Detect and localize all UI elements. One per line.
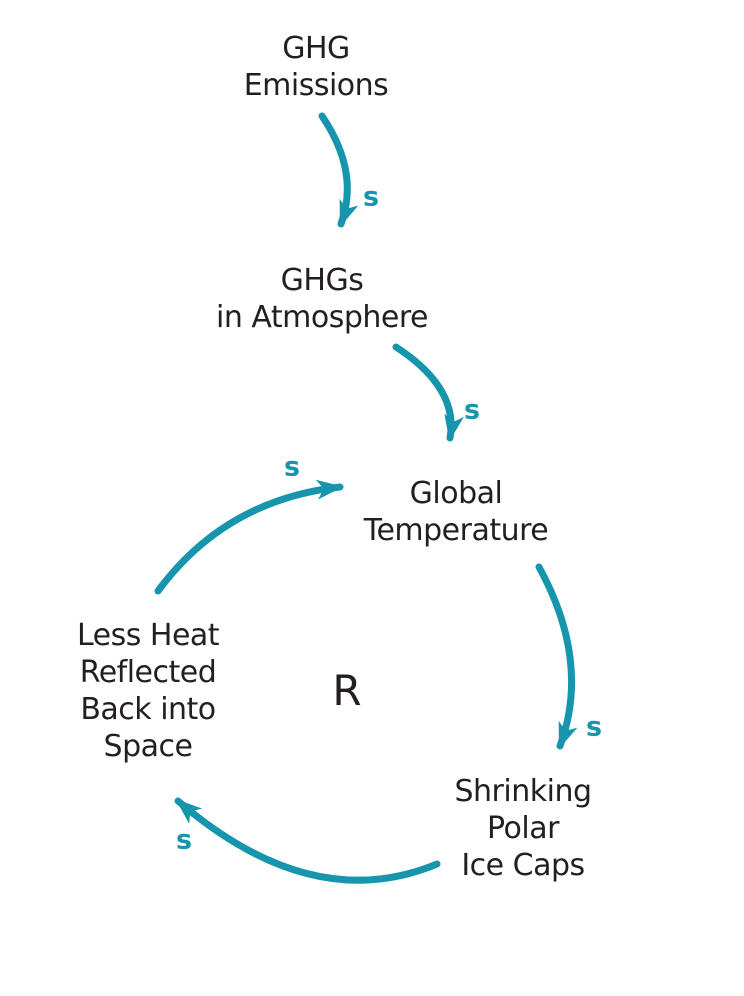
polarity-label-emissions-to-atmosphere: s xyxy=(362,181,380,213)
polarity-label-atmosphere-to-temperature: s xyxy=(463,394,481,426)
arrow-temperature-to-icecaps-icon xyxy=(535,563,578,750)
node-global-temperature: Global Temperature xyxy=(363,476,549,548)
polarity-label-temperature-to-icecaps: s xyxy=(585,711,603,743)
arrow-lessheat-to-temperature-icon xyxy=(154,479,344,595)
node-ghg-emissions: GHG Emissions xyxy=(243,31,389,103)
loop-label-reinforcing: R xyxy=(332,666,362,715)
arrow-emissions-to-atmosphere-icon xyxy=(318,112,359,228)
polarity-label-icecaps-to-lessheat: s xyxy=(175,824,193,856)
node-ghgs-in-atmosphere: GHGs in Atmosphere xyxy=(216,263,429,335)
arrow-icecaps-to-lessheat-icon xyxy=(174,797,441,884)
node-less-heat-reflected: Less Heat Reflected Back into Space xyxy=(76,618,220,764)
polarity-label-lessheat-to-temperature: s xyxy=(283,451,301,483)
arrow-atmosphere-to-temperature-icon xyxy=(392,343,464,442)
node-shrinking-polar-ice-caps: Shrinking Polar Ice Caps xyxy=(454,774,592,883)
